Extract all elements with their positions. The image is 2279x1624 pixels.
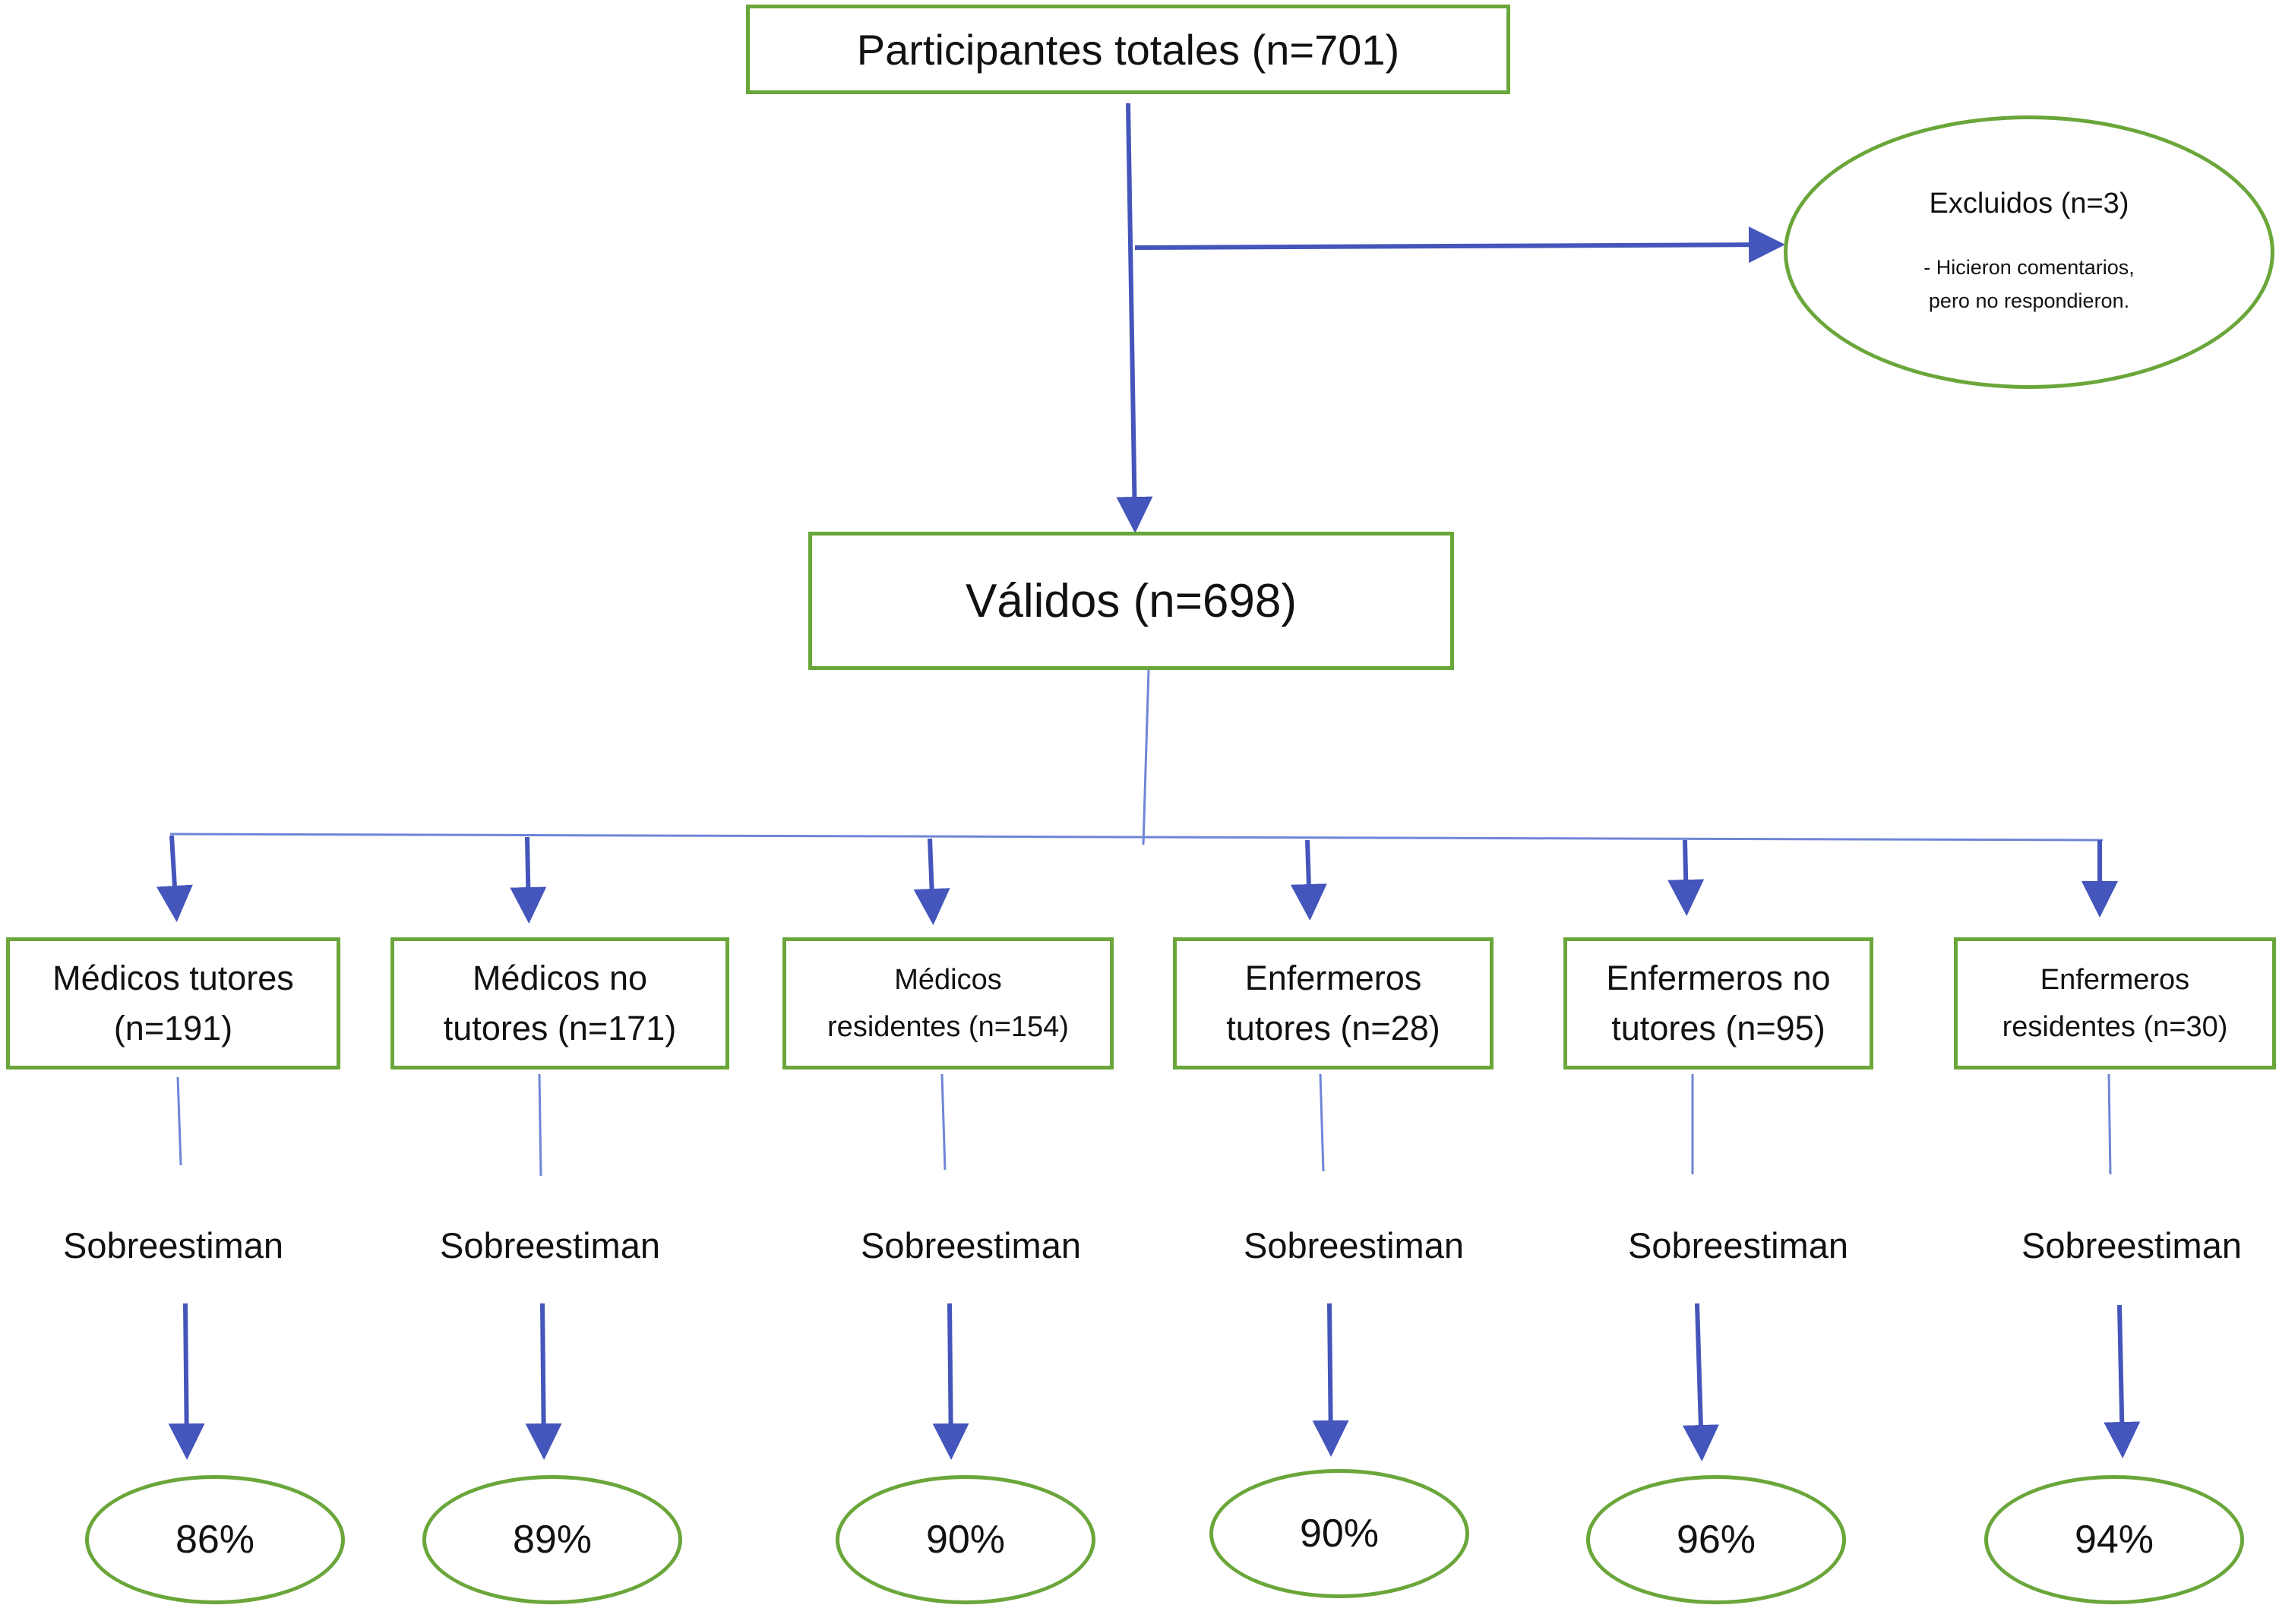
percent-value-3: 90% [925, 1518, 1006, 1562]
outcome-label-1: Sobreestiman [63, 1225, 283, 1265]
excluded-oval: Excluidos (n=3) - Hicieron comentarios, … [1784, 115, 2274, 389]
arrow-outcome-4 [1312, 1303, 1349, 1457]
percent-value-5: 96% [1676, 1518, 1756, 1562]
percent-value-6: 94% [2074, 1518, 2154, 1562]
group-6-line1: Enfermeros [2040, 964, 2190, 996]
group-2-line2: tutores (n=171) [443, 1009, 677, 1047]
arrow-to-group-4 [1290, 839, 1327, 921]
group-3-line1: Médicos [894, 964, 1002, 996]
group-5-line2: tutores (n=95) [1611, 1009, 1825, 1047]
group-box-medicos-no-tutores: Médicos no tutores (n=171) [390, 937, 729, 1070]
excluded-note-line2: pero no respondieron. [1928, 289, 2130, 312]
percent-oval-5: 96% [1586, 1475, 1846, 1604]
arrow-outcome-1 [168, 1303, 205, 1460]
excluded-note-line1: - Hicieron comentarios, [1923, 255, 2135, 279]
group-1-line2: (n=191) [113, 1009, 233, 1047]
arrow-to-excluded [1134, 226, 1785, 264]
valid-participants-label: Válidos (n=698) [966, 574, 1297, 627]
arrow-outcome-2 [525, 1303, 562, 1460]
arrow-to-group-5 [1667, 839, 1705, 916]
link-group-1-outcome [176, 1076, 182, 1166]
arrow-to-group-3 [913, 838, 950, 925]
group-1-line1: Médicos tutores [52, 959, 294, 997]
arrow-outcome-5 [1682, 1303, 1719, 1461]
arrow-to-group-2 [510, 836, 547, 924]
link-group-6-outcome [2107, 1073, 2112, 1175]
excluded-title: Excluidos (n=3) [1929, 187, 2129, 220]
outcome-label-3: Sobreestiman [861, 1225, 1081, 1265]
outcome-label-5: Sobreestiman [1628, 1225, 1848, 1265]
group-4-line1: Enfermeros [1244, 959, 1422, 997]
group-3-line2: residentes (n=154) [827, 1011, 1069, 1043]
group-box-enfermeros-residentes: Enfermeros residentes (n=30) [1954, 937, 2276, 1070]
group-6-line2: residentes (n=30) [2002, 1011, 2228, 1043]
percent-oval-4: 90% [1209, 1469, 1469, 1598]
group-box-medicos-tutores: Médicos tutores (n=191) [6, 937, 340, 1070]
percent-oval-6: 94% [1984, 1475, 2244, 1604]
percent-oval-2: 89% [422, 1475, 682, 1604]
valid-participants-box: Válidos (n=698) [808, 532, 1454, 670]
arrow-outcome-3 [932, 1303, 969, 1460]
group-box-medicos-residentes: Médicos residentes (n=154) [782, 937, 1114, 1070]
percent-oval-1: 86% [85, 1475, 345, 1604]
group-4-line2: tutores (n=28) [1226, 1009, 1440, 1047]
outcome-label-4: Sobreestiman [1244, 1225, 1464, 1265]
percent-oval-3: 90% [836, 1475, 1095, 1604]
connector-valid-to-bar [1142, 669, 1150, 845]
total-participants-label: Participantes totales (n=701) [856, 25, 1400, 74]
group-box-enfermeros-tutores: Enfermeros tutores (n=28) [1173, 937, 1494, 1070]
outcome-label-6: Sobreestiman [2021, 1225, 2242, 1265]
arrow-total-to-valid [1116, 103, 1153, 533]
distribution-bar [169, 833, 2104, 842]
arrow-outcome-6 [2104, 1304, 2141, 1458]
total-participants-box: Participantes totales (n=701) [746, 5, 1510, 94]
group-2-line1: Médicos no [472, 959, 648, 997]
link-group-3-outcome [940, 1073, 947, 1171]
percent-value-4: 90% [1299, 1512, 1380, 1556]
group-box-enfermeros-no-tutores: Enfermeros no tutores (n=95) [1563, 937, 1873, 1070]
link-group-2-outcome [538, 1073, 542, 1177]
link-group-4-outcome [1319, 1073, 1325, 1172]
outcome-label-2: Sobreestiman [440, 1225, 660, 1265]
percent-value-2: 89% [512, 1518, 593, 1562]
group-5-line1: Enfermeros no [1606, 959, 1831, 997]
arrow-to-group-1 [156, 835, 193, 922]
percent-value-1: 86% [175, 1518, 255, 1562]
